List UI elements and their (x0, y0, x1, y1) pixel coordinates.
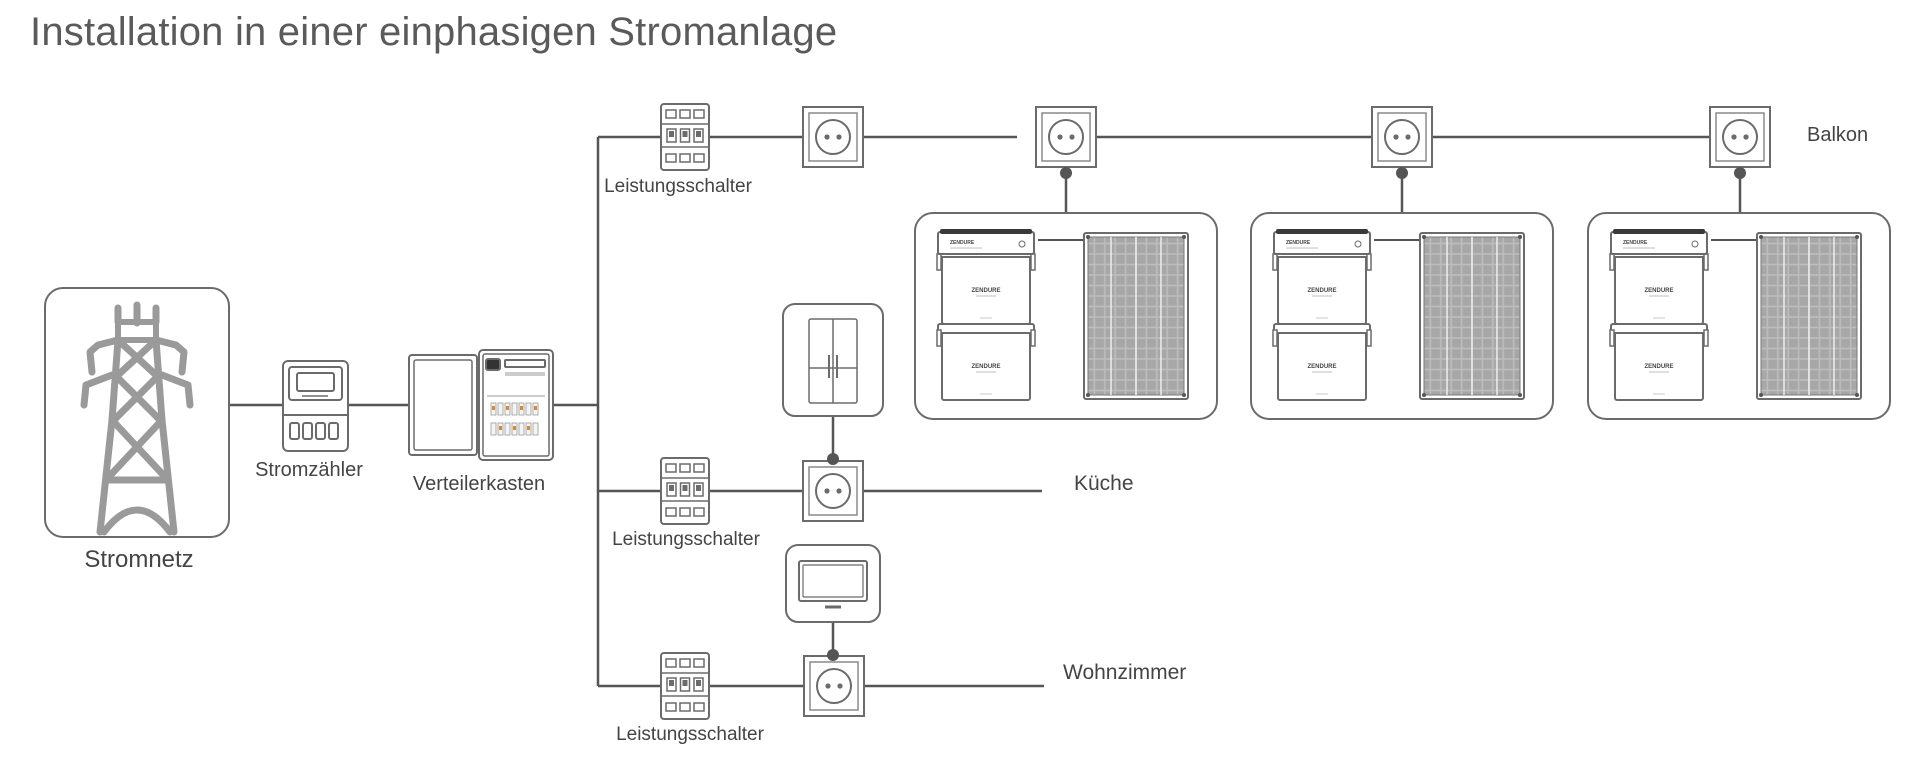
solar-group-1 (914, 212, 1218, 420)
grid-node: Stromnetz (44, 287, 230, 573)
circuit-breaker-icon (660, 652, 710, 720)
circuit-breaker-icon (660, 457, 710, 525)
breaker-middle: Leistungsschalter (612, 457, 761, 550)
socket-icon (1709, 106, 1771, 168)
distribution-box-label: Verteilerkasten (413, 473, 545, 495)
breaker-top-label: Leistungsschalter (604, 176, 753, 197)
socket-icon (802, 106, 864, 168)
solar-group-2 (1250, 212, 1554, 420)
electricity-meter-icon (282, 360, 349, 452)
meter-node: Stromzähler (255, 360, 363, 481)
solar-panel-icon (1083, 232, 1189, 400)
distribution-box-icon (408, 349, 554, 461)
fridge-icon (808, 318, 858, 404)
solar-group-3 (1587, 212, 1891, 420)
socket-icon (1035, 106, 1097, 168)
battery-stack-icon (1609, 228, 1709, 401)
battery-stack-icon (1272, 228, 1372, 401)
page-title: Installation in einer einphasigen Stroma… (30, 10, 838, 54)
tv-icon (798, 560, 868, 609)
breaker-top: Leistungsschalter (604, 103, 753, 197)
breaker-bottom-label: Leistungsschalter (616, 724, 765, 745)
tv-node (785, 544, 881, 623)
fridge-node (782, 303, 884, 417)
room-label-living-room: Wohnzimmer (1063, 661, 1186, 684)
battery-stack-icon (936, 228, 1036, 401)
junction-dots (827, 167, 1746, 661)
socket-icon (803, 655, 865, 717)
solar-panel-icon (1419, 232, 1525, 400)
room-label-kitchen: Küche (1074, 472, 1134, 495)
socket-icon (1371, 106, 1433, 168)
distribution-box-node: Verteilerkasten (408, 349, 554, 495)
grid-label: Stromnetz (84, 546, 193, 573)
circuit-breaker-icon (660, 103, 710, 171)
solar-panel-icon (1756, 232, 1862, 400)
meter-label: Stromzähler (255, 459, 363, 481)
room-label-balcony: Balkon (1807, 124, 1868, 146)
socket-icon (802, 460, 864, 522)
transmission-tower-icon (80, 301, 194, 536)
breaker-bottom: Leistungsschalter (616, 652, 765, 745)
wires (229, 135, 1742, 688)
breaker-middle-label: Leistungsschalter (612, 529, 761, 550)
